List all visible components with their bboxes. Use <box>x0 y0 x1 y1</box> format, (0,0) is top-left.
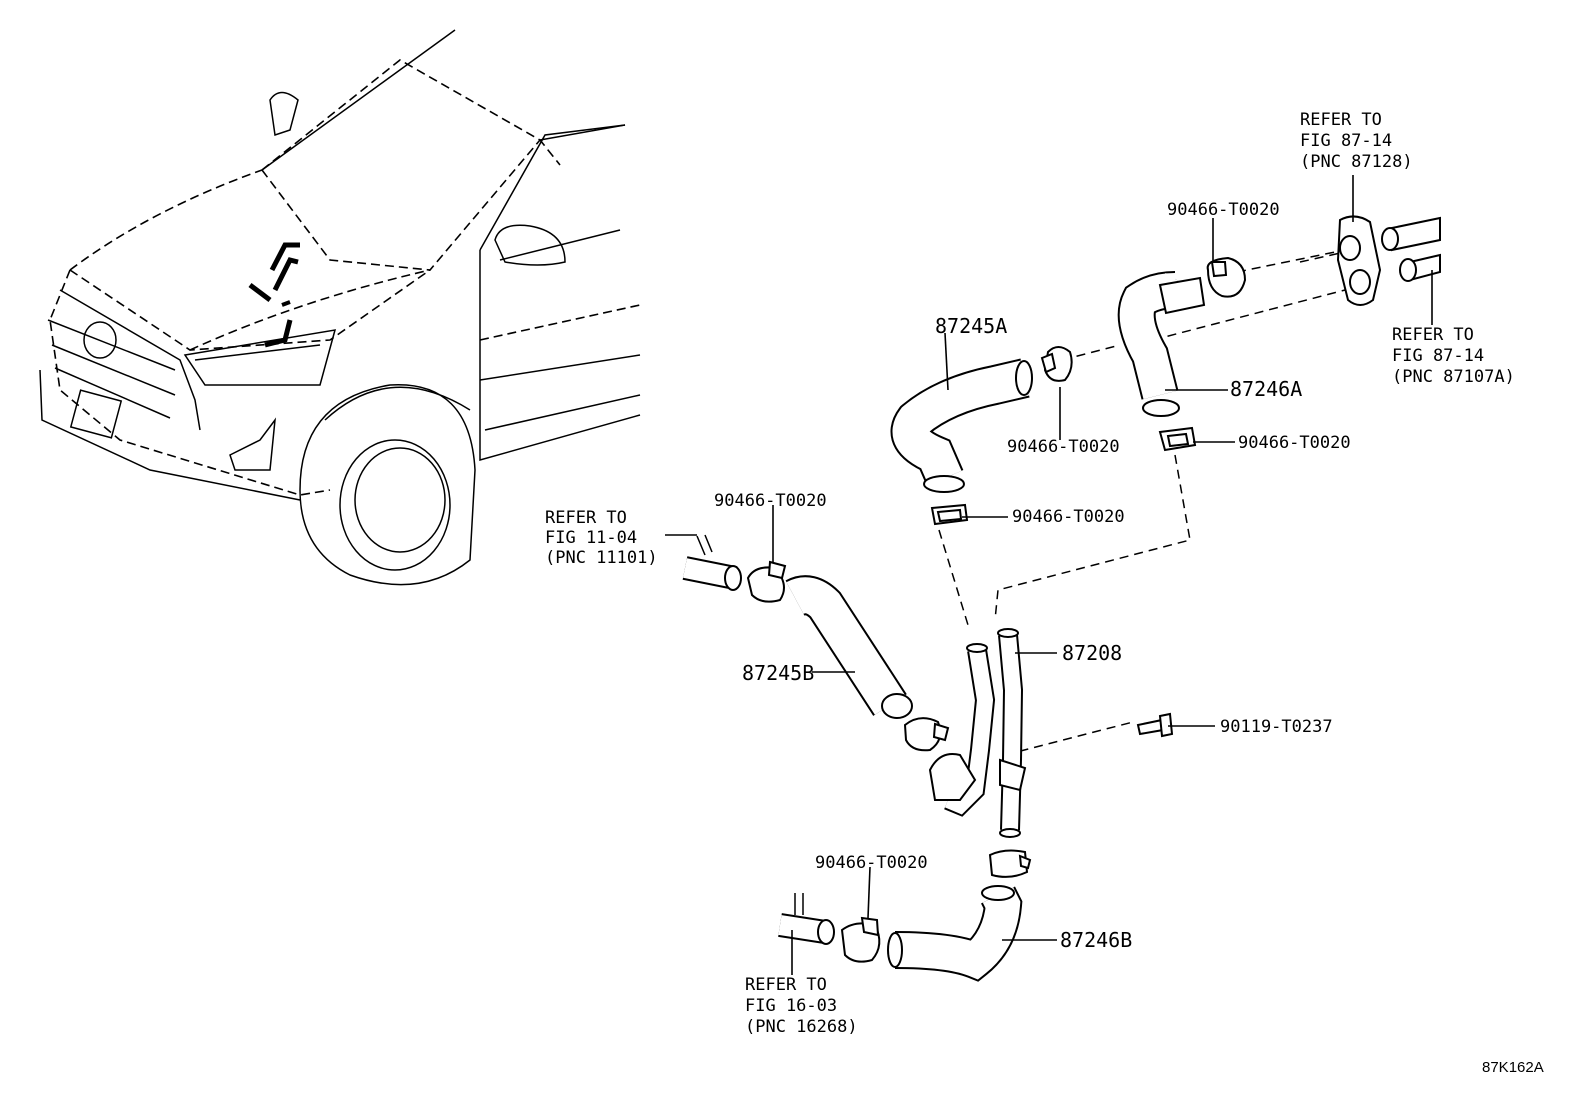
ref-87107a-line3: (PNC 87107A) <box>1392 367 1515 387</box>
label-87245b: 87245B <box>742 661 814 685</box>
figure-code: 87K162A <box>1482 1059 1544 1076</box>
clamp-left <box>746 560 787 603</box>
ref-11101-line3: (PNC 11101) <box>545 548 658 568</box>
ref-16268-line2: FIG 16-03 <box>745 996 837 1016</box>
part-labels: REFER TO FIG 87-14 (PNC 87128) 90466-T00… <box>545 110 1544 1076</box>
label-clamp-top-right: 90466-T0020 <box>1167 200 1280 220</box>
ref-87107a-line1: REFER TO <box>1392 325 1474 345</box>
label-clamp-mid-upper: 90466-T0020 <box>1007 437 1120 457</box>
clamp-bottom <box>840 916 881 963</box>
pipe-87208 <box>928 628 1027 838</box>
clamp-bottom-pipe <box>988 849 1032 878</box>
engine-pipe-bottom <box>778 893 835 945</box>
bolt-90119 <box>1136 712 1174 738</box>
label-bolt-90119: 90119-T0237 <box>1220 717 1333 737</box>
label-87208: 87208 <box>1062 641 1122 665</box>
clamp-under-87245b <box>903 717 950 752</box>
hose-87246b <box>887 885 1023 982</box>
label-87246b: 87246B <box>1060 928 1132 952</box>
ref-87128-line2: FIG 87-14 <box>1300 131 1392 151</box>
ref-16268-line3: (PNC 16268) <box>745 1017 858 1037</box>
label-clamp-mid-lower: 90466-T0020 <box>1012 507 1125 527</box>
hose-87246a <box>1117 271 1206 417</box>
label-clamp-mid-right: 90466-T0020 <box>1238 433 1351 453</box>
ref-87128-line3: (PNC 87128) <box>1300 152 1413 172</box>
label-clamp-left: 90466-T0020 <box>714 491 827 511</box>
engine-pipe-left <box>682 534 742 591</box>
clamp-top-right <box>1206 256 1247 298</box>
heater-core-connector <box>1336 215 1441 306</box>
label-87245a: 87245A <box>935 314 1007 338</box>
leader-lines <box>665 175 1433 975</box>
ref-11101-line2: FIG 11-04 <box>545 528 637 548</box>
label-87246a: 87246A <box>1230 377 1302 401</box>
ref-16268-line1: REFER TO <box>745 975 827 995</box>
ref-87107a-line2: FIG 87-14 <box>1392 346 1484 366</box>
label-clamp-bottom: 90466-T0020 <box>815 853 928 873</box>
ref-11101-line1: REFER TO <box>545 508 627 528</box>
ref-87128-line1: REFER TO <box>1300 110 1382 130</box>
vehicle-illustration <box>39 29 641 586</box>
hose-87245b <box>785 575 913 719</box>
clamp-mid-right <box>1158 426 1197 452</box>
hose-87245a <box>890 358 1033 493</box>
clamp-mid-upper <box>1040 346 1073 382</box>
clamp-mid-lower <box>930 503 969 526</box>
